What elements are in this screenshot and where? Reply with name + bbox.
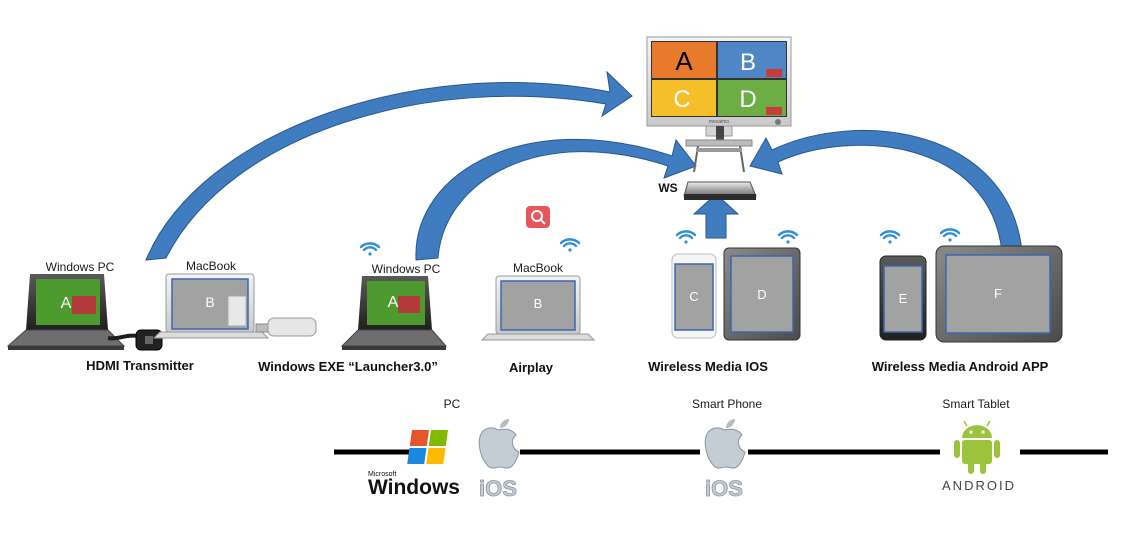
windows-small-text: Microsoft [368,471,396,478]
ios-wordmark-1: iOS [479,476,517,501]
macbook-1: B [152,273,270,339]
hdmi-transmitter-device [107,329,163,351]
wifi-icon [879,230,901,244]
android-robot-icon [954,420,1000,474]
macbook-2-screen-label: B [534,296,543,311]
iphone-screen-label: C [689,289,698,304]
apple-logo-icon [478,419,520,469]
windows-logo-icon [407,430,448,464]
wifi-icon [675,230,697,244]
windows-wordmark: Windows [368,476,460,499]
method-airplay: Airplay [508,360,554,375]
wifi-icon [559,238,581,252]
category-smart-tablet: Smart Tablet [942,397,1010,411]
method-wireless-media-android: Wireless Media Android APP [871,359,1049,374]
android-tablet-screen-label: F [994,286,1002,301]
tile-b-label: B [740,49,756,76]
category-pc: PC [443,397,461,411]
android-phone-screen-label: E [899,291,908,306]
wifi-icons [359,228,961,256]
apple-logo-icon [704,419,746,469]
connection-arrows [145,70,1023,261]
windows-pc-laptop-2: A [340,276,448,350]
receiver-label: WS [658,181,677,195]
label-macbook-2: MacBook [512,261,564,275]
windows-pc-laptop-1: A [6,274,126,350]
android-wordmark: ANDROID [942,478,1016,493]
arrow-hdmi-to-display [145,70,633,261]
tile-a-label: A [675,46,693,76]
macbook-1-screen-label: B [205,294,214,310]
search-icon [526,206,550,228]
method-wireless-media-ios: Wireless Media IOS [648,359,768,374]
arrow-up-to-receiver [692,193,740,239]
tile-d-label: D [739,86,756,113]
ios-wordmark-2: iOS [705,476,743,501]
laptop-1-screen-label: A [61,295,72,312]
method-hdmi-transmitter: HDMI Transmitter [86,358,194,373]
label-windows-pc-1: Windows PC [45,260,115,274]
android-tablet-f: F [935,245,1063,343]
ipad-screen-label: D [757,287,766,302]
label-macbook-1: MacBook [185,259,237,273]
label-windows-pc-2: Windows PC [371,262,441,276]
display-stand [685,125,753,173]
laptop-2-screen-label: A [388,294,399,311]
macbook-2: B [480,275,596,341]
arrow-android-to-receiver [749,129,1023,253]
android-phone-e: E [879,255,927,341]
ws-receiver: WS [658,181,757,200]
usb-dongle [255,317,317,337]
tile-c-label: C [673,86,690,113]
tile-c [652,80,716,116]
wifi-icon [939,228,961,242]
display-screen: A B C D mesaimo [646,36,792,127]
wifi-icon [777,230,799,244]
iphone-c: C [671,253,717,339]
method-windows-exe: Windows EXE “Launcher3.0” [258,359,438,374]
wifi-icon [359,242,381,256]
display-brand: mesaimo [709,119,730,125]
tile-a [652,42,716,78]
arrow-launcher-to-receiver [415,138,697,261]
category-smart-phone: Smart Phone [691,397,763,411]
ipad-d: D [723,247,801,341]
